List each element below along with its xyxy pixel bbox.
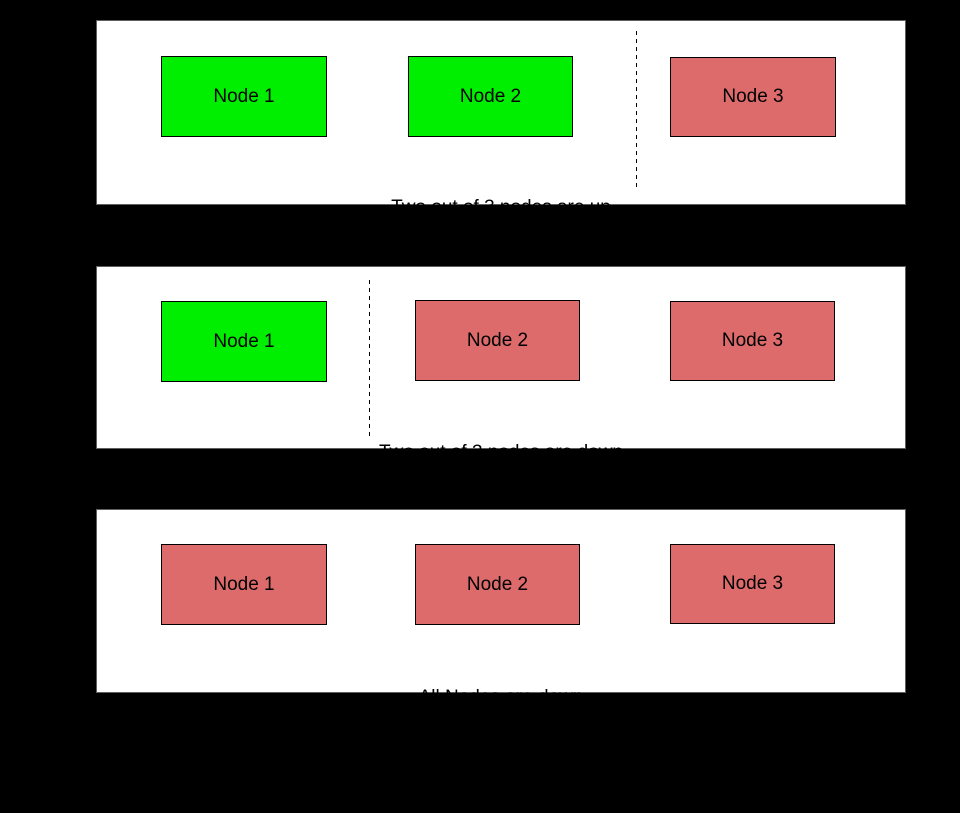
node-box-3-down: Node 3 xyxy=(670,544,835,624)
scenario-panel-two-nodes-down: Node 1 Node 2 Node 3 Two out of 3 nodes … xyxy=(96,266,906,526)
node-label: Node 3 xyxy=(722,86,784,107)
scenario-panel-all-nodes-down: Node 1 Node 2 Node 3 All Nodes are down … xyxy=(96,509,906,771)
node-box-3-down: Node 3 xyxy=(670,301,835,381)
panel-caption: All Nodes are down Majority Fails & Clus… xyxy=(97,645,905,813)
node-label: Node 2 xyxy=(466,573,529,595)
node-label: Node 1 xyxy=(213,85,275,107)
node-box-2-down: Node 2 xyxy=(415,544,580,625)
scenario-panel-two-nodes-up: Node 1 Node 2 Node 3 Two out of 3 nodes … xyxy=(96,20,906,281)
node-label: Node 3 xyxy=(721,573,784,594)
node-box-2-up: Node 2 xyxy=(408,56,573,137)
caption-line-2: Majority Fails & Cluster Stops xyxy=(376,750,626,771)
node-label: Node 3 xyxy=(721,330,784,351)
caption-line-1: Two out of 3 nodes are up xyxy=(391,197,611,218)
partition-dashed-line xyxy=(636,31,637,188)
node-box-1-up: Node 1 xyxy=(161,301,327,382)
node-box-3-down: Node 3 xyxy=(670,57,836,137)
node-box-1-down: Node 1 xyxy=(161,544,327,625)
node-label: Node 1 xyxy=(213,573,275,595)
partition-dashed-line xyxy=(369,280,370,436)
node-label: Node 2 xyxy=(459,85,522,107)
node-box-1-up: Node 1 xyxy=(161,56,327,137)
caption-line-1: All Nodes are down xyxy=(418,687,584,708)
cluster-quorum-diagram: { "page": { "background": "#000000", "pa… xyxy=(96,20,906,771)
node-box-2-down: Node 2 xyxy=(415,300,580,381)
node-label: Node 2 xyxy=(466,329,529,351)
node-label: Node 1 xyxy=(213,330,275,352)
caption-line-1: Two out of 3 nodes are down xyxy=(379,442,623,463)
